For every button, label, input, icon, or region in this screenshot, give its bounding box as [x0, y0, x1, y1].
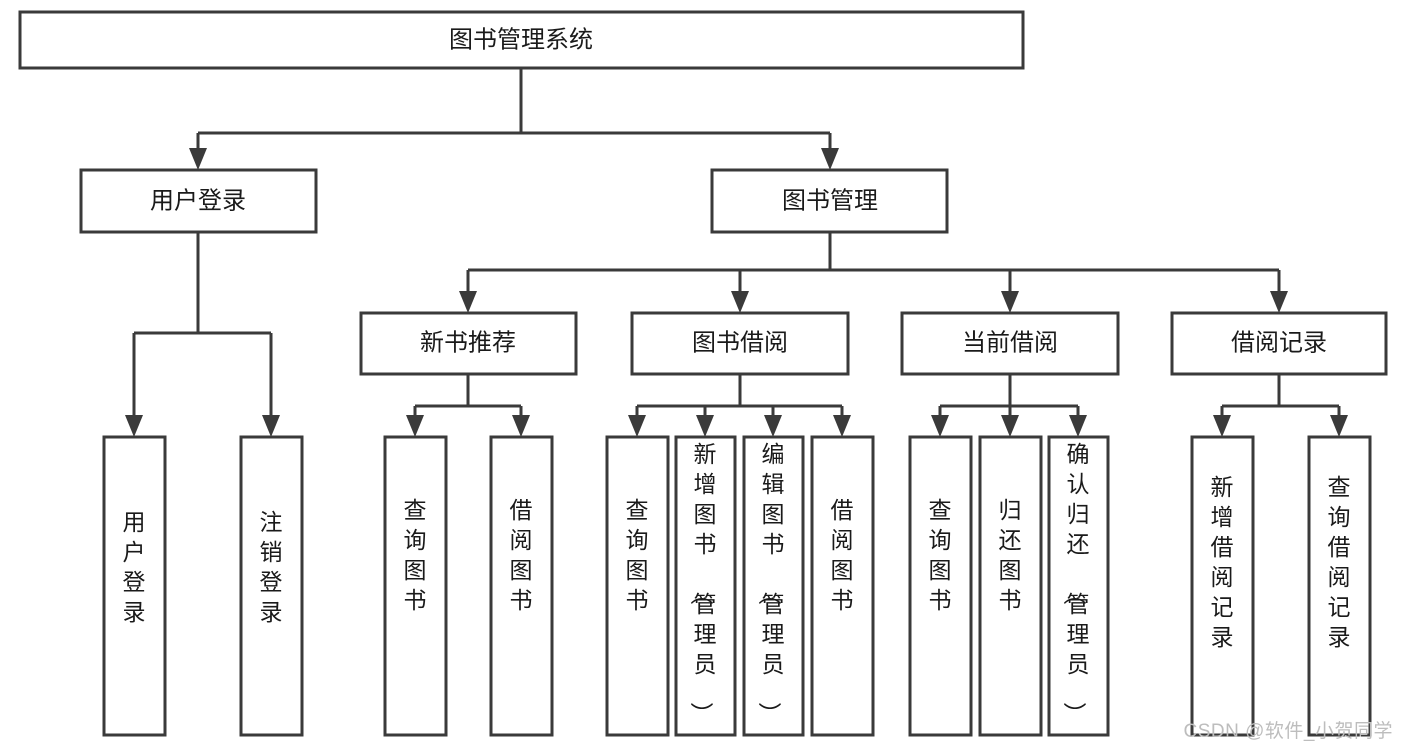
leaf-label-vertical: 借阅图书 — [831, 497, 854, 613]
leaf-label-vertical: 查询图书 — [404, 497, 427, 613]
leaf-label-vertical: 编辑图书（管理员） — [757, 441, 785, 725]
arrow-book-borrow-leaf-2 — [696, 415, 714, 437]
leaf-label-vertical: 确认归还（管理员） — [1062, 441, 1090, 725]
arrow-root-to-book-mgmt — [821, 148, 839, 170]
node-user-login[interactable]: 用户登录 — [79, 168, 318, 234]
leaf-box[interactable] — [605, 435, 670, 737]
arrow-to-borrow-record — [1270, 291, 1288, 313]
leaf-box[interactable] — [742, 435, 805, 737]
node-book-management[interactable]: 图书管理 — [710, 168, 949, 234]
leaf-label-vertical: 注销登录 — [260, 509, 283, 625]
leaf-node-bookborrow-edit-book-admin[interactable]: 编辑图书（管理员） — [742, 435, 805, 737]
book-management-node-label: 图书管理 — [782, 187, 878, 214]
arrow-user-login-leaf-2 — [262, 415, 280, 437]
arrow-new-book-leaf-2 — [512, 415, 530, 437]
leaf-box[interactable] — [1047, 435, 1110, 737]
leaf-label-vertical: 新增借阅记录 — [1211, 474, 1234, 650]
leaf-label-vertical: 用户登录 — [123, 509, 146, 625]
leaf-node-user-login-signin[interactable]: 用户登录 — [102, 435, 167, 737]
leaf-node-bookborrow-add-book-admin[interactable]: 新增图书（管理员） — [674, 435, 737, 737]
arrow-to-book-borrow — [731, 291, 749, 313]
leaf-node-newbook-borrow-book[interactable]: 借阅图书 — [489, 435, 554, 737]
leaf-node-bookborrow-query-book[interactable]: 查询图书 — [605, 435, 670, 737]
leaf-node-borrowrecord-add-record[interactable]: 新增借阅记录 — [1190, 435, 1255, 737]
arrow-book-borrow-leaf-1 — [628, 415, 646, 437]
node-borrow-record[interactable]: 借阅记录 — [1170, 311, 1388, 376]
node-root-system[interactable]: 图书管理系统 — [18, 10, 1025, 70]
arrow-root-to-user-login — [189, 148, 207, 170]
leaf-label-vertical: 查询图书 — [626, 497, 649, 613]
current-borrow-node-label: 当前借阅 — [962, 329, 1058, 356]
leaf-box[interactable] — [239, 435, 304, 737]
arrow-to-new-book-recommend — [459, 291, 477, 313]
arrow-book-borrow-leaf-4 — [833, 415, 851, 437]
book-borrow-node-box[interactable] — [630, 311, 850, 376]
leaf-label-vertical: 归还图书 — [999, 497, 1022, 613]
arrow-to-current-borrow — [1001, 291, 1019, 313]
leaf-label-vertical: 借阅图书 — [510, 497, 533, 613]
leaf-node-newbook-query-book[interactable]: 查询图书 — [383, 435, 448, 737]
arrow-current-borrow-leaf-2 — [1001, 415, 1019, 437]
leaf-box[interactable] — [908, 435, 973, 737]
arrow-borrow-record-leaf-1 — [1213, 415, 1231, 437]
borrow-record-node-label: 借阅记录 — [1231, 329, 1327, 356]
arrow-borrow-record-leaf-2 — [1330, 415, 1348, 437]
leaf-label-vertical: 查询图书 — [929, 497, 952, 613]
current-borrow-node-box[interactable] — [900, 311, 1120, 376]
connector-layer — [125, 68, 1348, 437]
leaf-node-currentborrow-confirm-return-admin[interactable]: 确认归还（管理员） — [1047, 435, 1110, 737]
leaf-box[interactable] — [383, 435, 448, 737]
leaf-box[interactable] — [489, 435, 554, 737]
user-login-node-label: 用户登录 — [150, 187, 246, 214]
node-book-borrow[interactable]: 图书借阅 — [630, 311, 850, 376]
leaf-box[interactable] — [1190, 435, 1255, 737]
new-book-recommend-node-label: 新书推荐 — [420, 329, 516, 356]
leaf-node-currentborrow-return-book[interactable]: 归还图书 — [978, 435, 1043, 737]
arrow-book-borrow-leaf-3 — [764, 415, 782, 437]
new-book-recommend-node-box[interactable] — [359, 311, 578, 376]
user-login-node-box[interactable] — [79, 168, 318, 234]
leaf-box[interactable] — [1307, 435, 1372, 737]
leaf-label-vertical: 查询借阅记录 — [1328, 474, 1351, 650]
arrow-user-login-leaf-1 — [125, 415, 143, 437]
leaf-box[interactable] — [102, 435, 167, 737]
leaf-node-currentborrow-query-book[interactable]: 查询图书 — [908, 435, 973, 737]
leaf-box[interactable] — [674, 435, 737, 737]
leaf-box[interactable] — [978, 435, 1043, 737]
leaf-node-user-login-signout[interactable]: 注销登录 — [239, 435, 304, 737]
leaf-label-vertical: 新增图书（管理员） — [689, 441, 717, 725]
arrow-current-borrow-leaf-3 — [1069, 415, 1087, 437]
arrow-current-borrow-leaf-1 — [931, 415, 949, 437]
root-node-box[interactable] — [18, 10, 1025, 70]
leaf-node-borrowrecord-query-record[interactable]: 查询借阅记录 — [1307, 435, 1372, 737]
leaf-box[interactable] — [810, 435, 875, 737]
book-borrow-node-label: 图书借阅 — [692, 329, 788, 356]
root-node-label: 图书管理系统 — [449, 26, 593, 53]
book-management-node-box[interactable] — [710, 168, 949, 234]
borrow-record-node-box[interactable] — [1170, 311, 1388, 376]
leaf-node-bookborrow-borrow-book[interactable]: 借阅图书 — [810, 435, 875, 737]
arrow-new-book-leaf-1 — [406, 415, 424, 437]
node-current-borrow[interactable]: 当前借阅 — [900, 311, 1120, 376]
node-new-book-recommend[interactable]: 新书推荐 — [359, 311, 578, 376]
